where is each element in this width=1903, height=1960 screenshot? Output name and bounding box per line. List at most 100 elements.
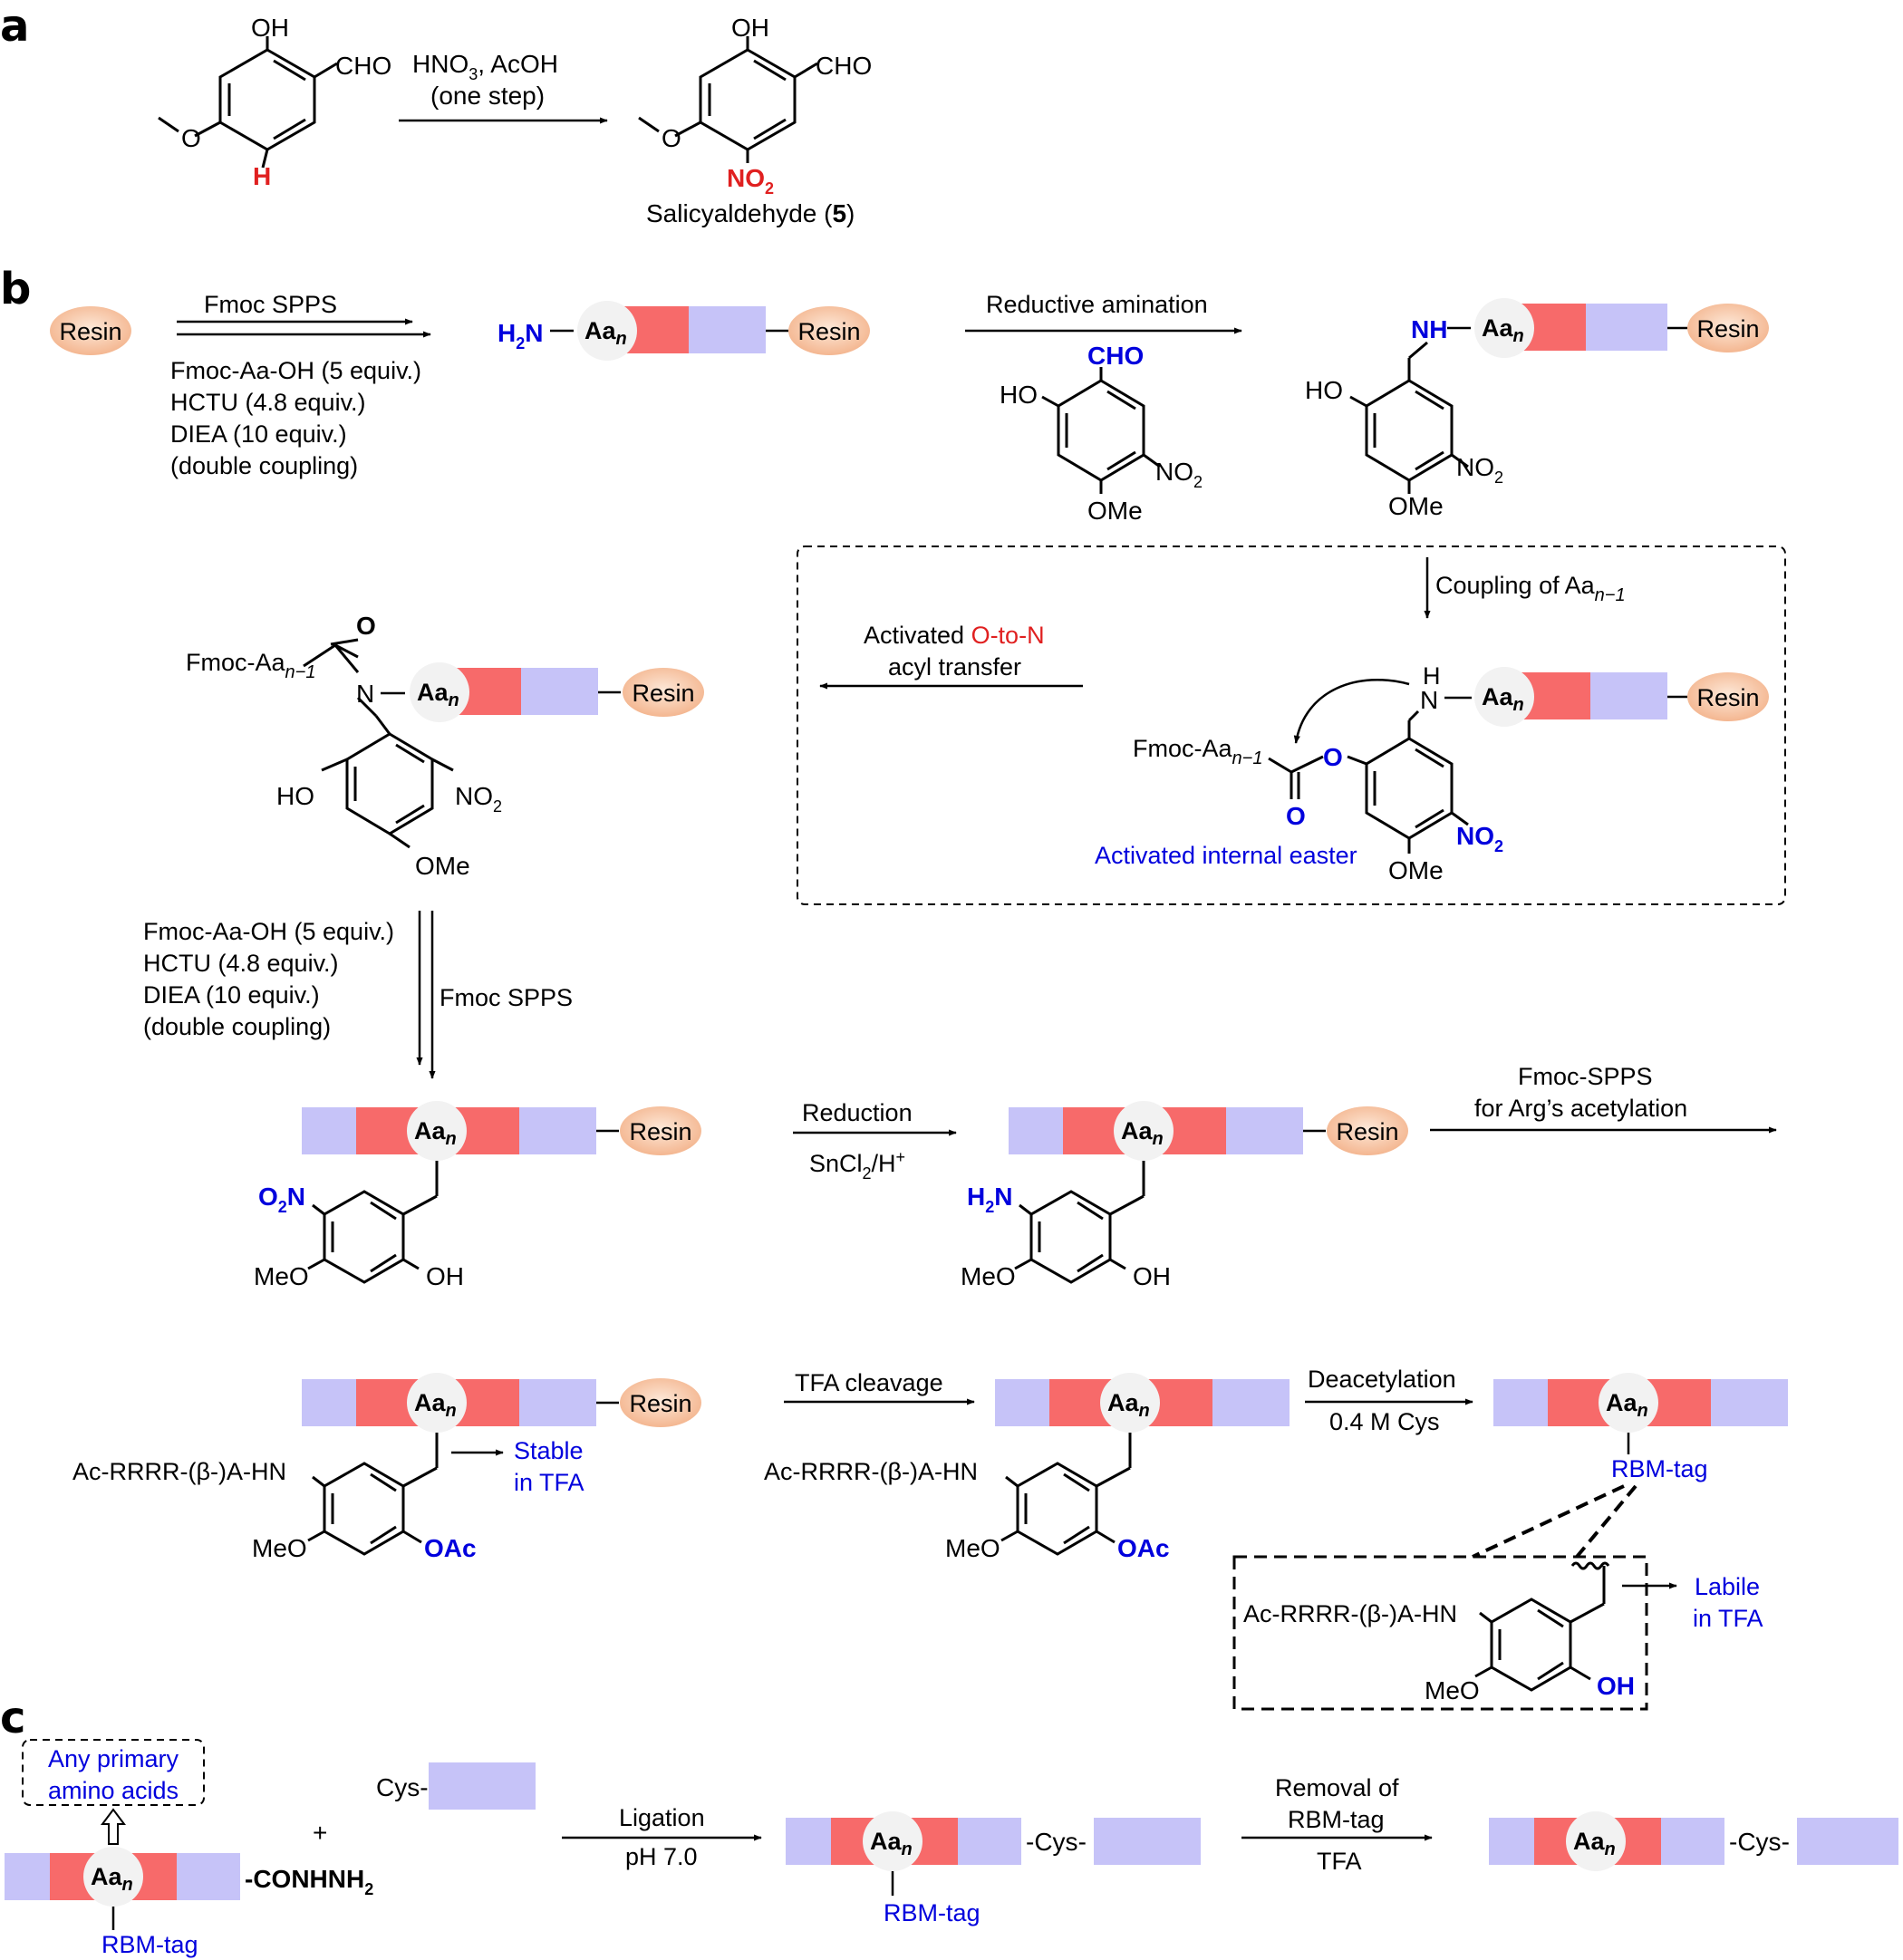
no2-label: NO2 <box>1456 453 1503 487</box>
ligation-above: Ligation <box>619 1804 705 1831</box>
amine-ring <box>1014 1161 1145 1284</box>
removal-line1: Removal of <box>1275 1774 1399 1801</box>
aan-bead <box>407 1101 467 1161</box>
rbm-tag-label: RBM-tag <box>101 1931 198 1958</box>
labile-line2: in TFA <box>1693 1605 1763 1632</box>
lavender-block <box>302 1379 356 1426</box>
aan-bead <box>1100 1373 1160 1433</box>
resin-bead <box>1327 1106 1408 1155</box>
amide-structure <box>303 638 454 849</box>
labile-inset-box <box>1232 1555 1648 1711</box>
cys-label: -Cys- <box>1026 1828 1087 1856</box>
no2-label: NO2 <box>1456 822 1503 855</box>
meo-label: MeO <box>961 1262 1016 1290</box>
meo-label: MeO <box>945 1534 1000 1562</box>
h-label: H <box>253 162 271 190</box>
resin-bead <box>788 306 870 355</box>
labile-ring <box>1474 1561 1610 1692</box>
ho-label: HO <box>1000 381 1038 409</box>
aan-label: Aan <box>414 1389 457 1421</box>
aan-bead <box>1114 1101 1174 1161</box>
cho-label: CHO <box>816 52 872 80</box>
fmoc-aa-label: Fmoc-Aan−1 <box>1133 735 1262 768</box>
reduction-below: SnCl2/H+ <box>809 1148 905 1183</box>
arg-line1: Fmoc-SPPS <box>1518 1063 1653 1090</box>
open-arrow-up <box>101 1808 126 1845</box>
o-ester-label: O <box>1323 743 1343 771</box>
oh-label: OH <box>731 14 769 42</box>
ho-label: HO <box>276 782 314 810</box>
aan-label: Aan <box>91 1863 133 1895</box>
lavender-block <box>1493 1379 1548 1426</box>
reagent-a-line2: (one step) <box>430 82 545 110</box>
reduction-above: Reduction <box>802 1099 913 1126</box>
curved-arrow <box>1293 678 1410 744</box>
activated-ester-label: Activated internal easter <box>1095 842 1357 869</box>
cho-label: CHO <box>1087 342 1144 370</box>
oh-label: OH <box>426 1262 464 1290</box>
resin-label: Resin <box>1336 1118 1398 1145</box>
aan-label: Aan <box>870 1828 913 1859</box>
aan-bead <box>1599 1373 1658 1433</box>
cys-label: -Cys- <box>1729 1828 1790 1856</box>
panel-label-c: c <box>0 1693 25 1743</box>
step1-reagent: DIEA (10 equiv.) <box>170 420 347 448</box>
lavender-block <box>177 1853 240 1900</box>
n-label: N <box>356 680 374 708</box>
spps-side-label: Fmoc SPPS <box>440 984 573 1011</box>
cho-label: CHO <box>335 52 391 80</box>
nitro-ring <box>307 1161 439 1284</box>
cys-conc-label: 0.4 M Cys <box>1329 1408 1440 1435</box>
meo-label: MeO <box>1425 1676 1480 1704</box>
cys-label: Cys- <box>376 1773 429 1801</box>
aan-label: Aan <box>1482 314 1524 346</box>
deacetylation-label: Deacetylation <box>1308 1366 1456 1393</box>
resin-label: Resin <box>797 318 860 345</box>
step1-reagent: (double coupling) <box>170 452 358 479</box>
nh-label: NH <box>1411 315 1447 343</box>
step1-above: Fmoc SPPS <box>204 291 337 318</box>
spps-reagent: Fmoc-Aa-OH (5 equiv.) <box>143 918 394 945</box>
lavender-block <box>521 668 598 715</box>
h2n-label: H2N <box>967 1183 1012 1216</box>
arg-line2: for Arg’s acetylation <box>1474 1095 1687 1122</box>
aldehyde-reagent <box>1041 367 1161 494</box>
aan-label: Aan <box>584 317 627 349</box>
aan-label: Aan <box>417 679 459 710</box>
resin-label: Resin <box>1696 315 1759 343</box>
ligation-below: pH 7.0 <box>625 1843 698 1870</box>
resin-bead <box>620 1106 701 1155</box>
lavender-block <box>1711 1379 1788 1426</box>
removal-line2: RBM-tag <box>1288 1806 1385 1833</box>
lavender-block <box>995 1379 1049 1426</box>
rrrr-label: Ac-RRRR-(β-)A-HN <box>72 1458 286 1485</box>
lavender-block <box>1489 1818 1534 1865</box>
h2n-label: H2N <box>497 319 543 352</box>
any-primary-line2: amino acids <box>48 1777 179 1804</box>
aan-label: Aan <box>1107 1389 1150 1421</box>
n-label: N <box>1420 686 1438 714</box>
step1-reagent: HCTU (4.8 equiv.) <box>170 389 366 416</box>
aan-label: Aan <box>1482 683 1524 715</box>
coupling-label: Coupling of Aan−1 <box>1435 572 1626 605</box>
o-label: O <box>662 124 681 152</box>
acyl-transfer-line2: acyl transfer <box>888 653 1021 681</box>
lavender-block <box>1212 1379 1290 1426</box>
aan-bead <box>83 1847 143 1907</box>
aan-bead <box>407 1373 467 1433</box>
stable-line2: in TFA <box>514 1469 584 1496</box>
aan-label: Aan <box>1606 1389 1648 1421</box>
lavender-block <box>1797 1818 1898 1865</box>
any-primary-box <box>22 1739 205 1806</box>
fmoc-aa-label: Fmoc-Aan−1 <box>186 649 315 682</box>
aan-label: Aan <box>1573 1828 1616 1859</box>
rbm-tag-label: RBM-tag <box>884 1899 980 1926</box>
lavender-block <box>1586 304 1667 351</box>
lavender-block <box>958 1818 1021 1865</box>
lavender-block <box>429 1762 536 1810</box>
lavender-block <box>1094 1818 1201 1865</box>
aan-label: Aan <box>1121 1117 1164 1149</box>
aan-bead <box>1566 1811 1626 1871</box>
rrrr-label: Ac-RRRR-(β-)A-HN <box>764 1458 978 1485</box>
